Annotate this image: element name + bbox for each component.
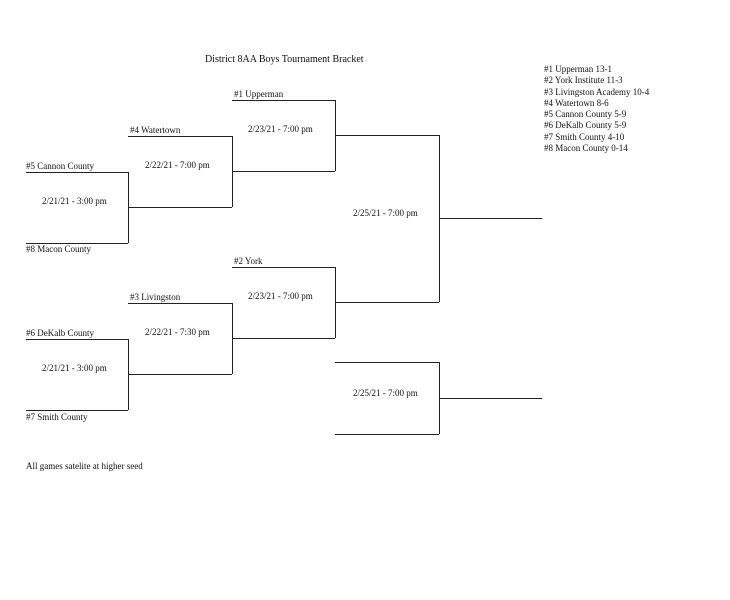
team-upperman: #1 Upperman bbox=[234, 89, 284, 99]
seed-list: #1 Upperman 13-1 #2 York Institute 11-3 … bbox=[544, 64, 649, 154]
seed-item: #7 Smith County 4-10 bbox=[544, 131, 625, 142]
seed-item: #4 Watertown 8-6 bbox=[544, 97, 609, 108]
team-livingston: #3 Livingston bbox=[130, 292, 181, 302]
bracket-line bbox=[232, 267, 335, 268]
game-time-2: 2/22/21 - 7:00 pm bbox=[145, 160, 210, 170]
seed-item: #8 Macon County 0-14 bbox=[544, 143, 628, 154]
bracket-line bbox=[128, 207, 232, 208]
bracket-line bbox=[232, 171, 335, 172]
seed-item: #1 Upperman 13-1 bbox=[544, 64, 612, 74]
seed-item: #6 DeKalb County 5-9 bbox=[544, 120, 627, 131]
bracket-line bbox=[26, 172, 128, 173]
seed-item: #2 York Institute 11-3 bbox=[544, 75, 623, 86]
game-time-3: 2/23/21 - 7:00 pm bbox=[248, 124, 313, 134]
game-time-4: 2/21/21 - 3:00 pm bbox=[42, 363, 107, 373]
bracket-title: District 8AA Boys Tournament Bracket bbox=[205, 54, 364, 65]
bracket-line bbox=[335, 362, 439, 363]
bracket-line bbox=[439, 398, 542, 399]
bracket-line bbox=[128, 136, 232, 137]
game-time-7: 2/25/21 - 7:00 pm bbox=[353, 208, 418, 218]
game-time-8: 2/25/21 - 7:00 pm bbox=[353, 388, 418, 398]
bracket-line bbox=[232, 100, 335, 101]
game-time-1: 2/21/21 - 3:00 pm bbox=[42, 196, 107, 206]
team-watertown: #4 Watertown bbox=[130, 125, 181, 135]
bracket-line bbox=[26, 243, 128, 244]
bracket-line bbox=[232, 338, 335, 339]
team-dekalb-county: #6 DeKalb County bbox=[26, 328, 94, 338]
bracket-line bbox=[335, 135, 439, 136]
bracket-line bbox=[26, 410, 128, 411]
team-york: #2 York bbox=[234, 256, 263, 266]
bracket-line bbox=[335, 302, 439, 303]
team-cannon-county: #5 Cannon County bbox=[26, 161, 95, 171]
bracket-line bbox=[128, 374, 232, 375]
bracket-line bbox=[439, 218, 542, 219]
team-macon-county: #8 Macon County bbox=[26, 244, 91, 254]
game-time-5: 2/22/21 - 7:30 pm bbox=[145, 327, 210, 337]
bracket-line bbox=[335, 434, 439, 435]
footnote: All games satelite at higher seed bbox=[26, 461, 143, 471]
seed-item: #5 Cannon County 5-9 bbox=[544, 109, 627, 120]
team-smith-county: #7 Smith County bbox=[26, 412, 88, 422]
seed-item: #3 Livingston Academy 10-4 bbox=[544, 86, 650, 97]
bracket-line bbox=[26, 339, 128, 340]
game-time-6: 2/23/21 - 7:00 pm bbox=[248, 291, 313, 301]
bracket-line bbox=[128, 303, 232, 304]
